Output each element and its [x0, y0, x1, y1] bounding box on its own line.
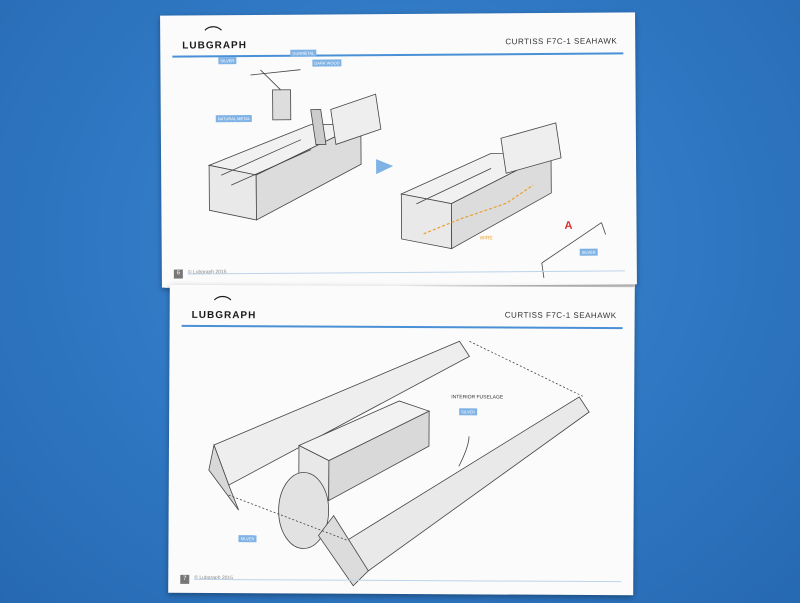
page-number: 6 — [173, 269, 183, 279]
wire-line — [423, 184, 534, 235]
cockpit-assembly-drawing — [207, 69, 606, 279]
instruction-page-bottom: ⌒ LUBGRAPH CURTISS F7C-1 SEAHAWK INTERIO… — [168, 284, 635, 596]
color-tag-gunmetal: GUNMETAL — [290, 49, 317, 57]
fuselage-assembly-drawing — [208, 340, 590, 587]
interior-fuselage-label: INTERIOR FUSELAGE — [451, 394, 504, 401]
color-tag-dark-wood: DARK WOOD — [312, 59, 342, 67]
part-letter: A — [564, 219, 573, 232]
color-tag-silver: SILVER — [218, 57, 237, 65]
instruction-page-top: ⌒ LUBGRAPH CURTISS F7C-1 SEAHAWK — [160, 12, 637, 288]
color-tag-silver: SILVER — [238, 535, 257, 543]
footer-rule — [187, 270, 625, 275]
step-arrow-icon — [376, 159, 394, 175]
color-tag-interior-silver: SILVER — [459, 408, 478, 416]
color-tag-silver-part: SILVER — [579, 248, 598, 256]
page-number: 7 — [180, 574, 190, 584]
footer-rule — [194, 578, 622, 583]
color-tag-natural-metal: NATURAL METAL — [215, 115, 253, 123]
wire-label: WIRE — [479, 235, 493, 242]
